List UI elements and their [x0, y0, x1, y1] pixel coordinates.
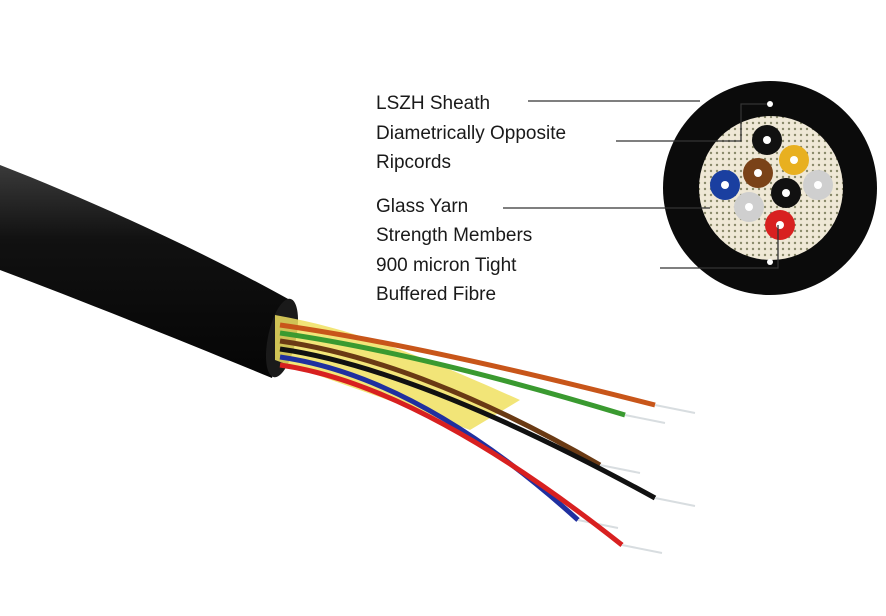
bare-fibre	[624, 414, 666, 424]
fibre-core	[790, 156, 798, 164]
fibre-core	[721, 181, 729, 189]
cable-jacket	[0, 165, 290, 378]
label-ripcords-line2: Ripcords	[376, 152, 451, 173]
label-fibre-line1: 900 micron Tight	[376, 255, 517, 276]
fibre-core	[745, 203, 753, 211]
fibre-strands	[279, 322, 696, 554]
ripcord-bottom	[767, 259, 773, 265]
cross-section-yarn	[699, 116, 843, 260]
label-fibre-line2: Buffered Fibre	[376, 284, 497, 305]
label-glass-yarn-line2: Strength Members	[376, 225, 533, 246]
ripcord-top	[767, 101, 773, 107]
bare-fibre	[654, 404, 696, 414]
fibre-core	[814, 181, 822, 189]
fibre-core	[754, 169, 762, 177]
label-glass-yarn-line1: Glass Yarn	[376, 196, 469, 217]
fibre-core	[776, 221, 784, 229]
fibre-strand	[279, 330, 626, 418]
fibre-core	[763, 136, 771, 144]
fibre-core	[782, 189, 790, 197]
fibre-strand	[279, 362, 624, 547]
label-ripcords-line1: Diametrically Opposite	[376, 123, 567, 144]
bare-fibre	[654, 497, 696, 507]
cross-section-fibres	[710, 125, 833, 240]
fibre-strand	[279, 322, 656, 408]
bare-fibre	[621, 544, 663, 554]
label-lszh-sheath: LSZH Sheath	[376, 93, 491, 114]
bare-fibre	[599, 464, 641, 474]
fibre-strand	[279, 346, 657, 501]
leader-lines	[503, 100, 779, 269]
fibre-strand	[279, 338, 602, 468]
